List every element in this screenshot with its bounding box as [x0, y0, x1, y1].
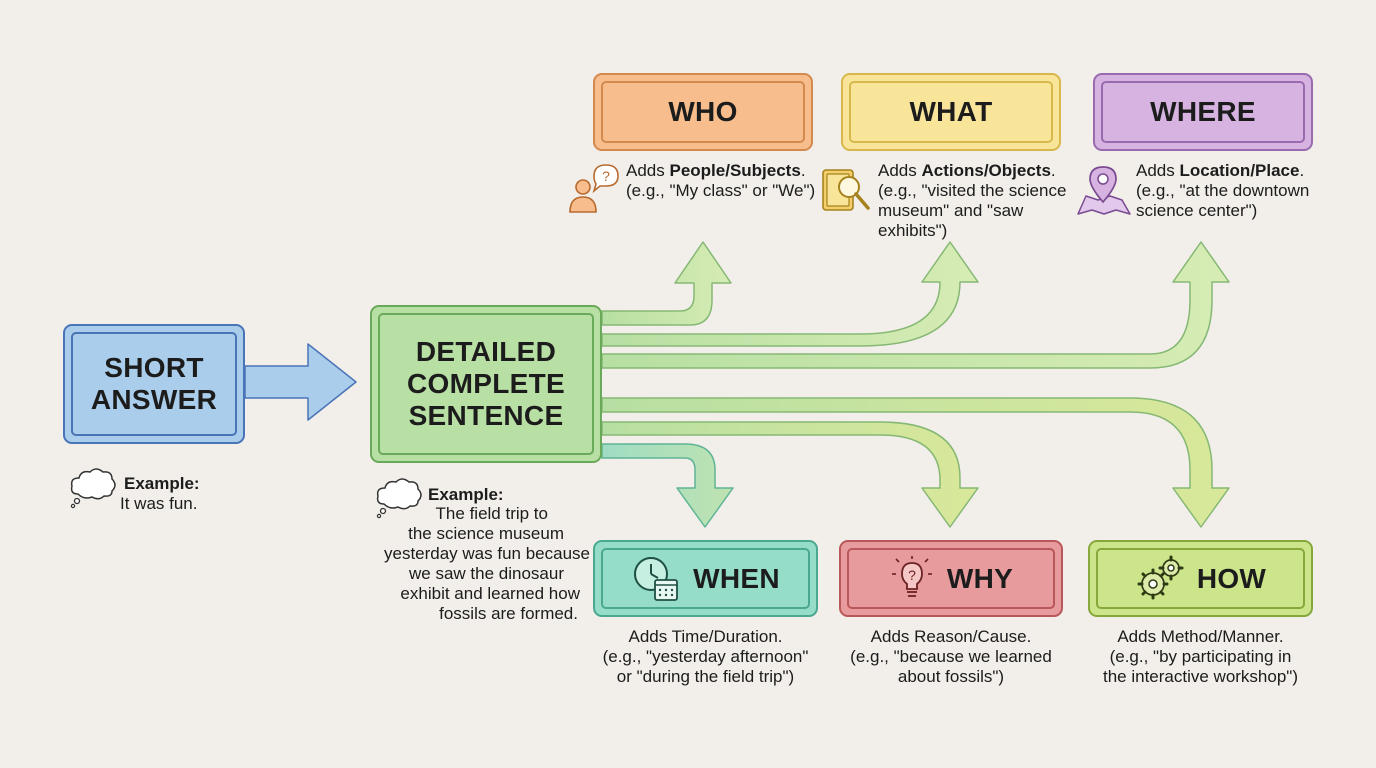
where-desc-suffix: . — [1299, 161, 1305, 180]
when-label: WHEN — [693, 562, 780, 594]
what-description: Adds Actions/Objects. (e.g., "visited th… — [878, 161, 1066, 241]
where-label: WHERE — [1150, 96, 1256, 127]
what-desc-suffix: . — [1050, 161, 1056, 180]
who-desc-bold: People/Subjects — [669, 161, 801, 180]
what-desc-bold: Actions/Objects — [921, 161, 1051, 180]
arrow-to-what — [601, 241, 979, 347]
detailed-sentence-box: DETAILED COMPLETE SENTENCE — [370, 305, 602, 463]
when-desc-line: or "during the field trip") — [616, 667, 795, 686]
detailed-example-title: Example: — [428, 485, 504, 505]
when-box: WHEN — [593, 540, 818, 617]
short-answer-label: SHORT ANSWER — [90, 352, 218, 415]
detailed-example-text: The field trip to the science museum yes… — [384, 504, 590, 624]
short-answer-example: Example: It was fun. — [120, 474, 200, 514]
why-description: Adds Reason/Cause. (e.g., "because we le… — [818, 627, 1084, 687]
book-magnifier-icon — [822, 169, 870, 211]
map-pin-icon — [1077, 166, 1131, 215]
person-question-icon: ? — [569, 164, 619, 213]
why-desc-line: about fossils") — [897, 667, 1005, 686]
how-label: HOW — [1196, 562, 1267, 594]
how-desc-line: Adds Method/Manner. — [1117, 627, 1284, 646]
where-description: Adds Location/Place. (e.g., "at the down… — [1136, 161, 1309, 221]
how-desc-line: (e.g., "by participating in — [1109, 647, 1292, 666]
why-box: ? WHY — [839, 540, 1063, 617]
where-desc-prefix: Adds — [1136, 161, 1180, 180]
arrow-to-when — [601, 443, 734, 528]
arrow-short-to-detailed — [244, 343, 357, 421]
short-answer-example-title: Example: — [124, 474, 200, 493]
how-box: HOW — [1088, 540, 1313, 617]
why-desc-line: (e.g., "because we learned — [850, 647, 1052, 666]
detailed-example-line: we saw the dinosaur — [409, 564, 564, 583]
how-description: Adds Method/Manner. (e.g., "by participa… — [1068, 627, 1333, 687]
detailed-example-line: fossils are formed. — [439, 604, 578, 623]
what-desc-line: museum" and "saw — [878, 201, 1024, 220]
who-box: WHO — [593, 73, 813, 151]
clock-calendar-icon — [634, 556, 679, 601]
lightbulb-question-icon: ? — [891, 555, 932, 597]
who-desc-line: (e.g., "My class" or "We") — [626, 181, 816, 200]
svg-text:?: ? — [908, 567, 916, 583]
arrow-to-how — [601, 397, 1230, 528]
where-desc-bold: Location/Place — [1179, 161, 1300, 180]
detailed-example-line: the science museum — [408, 524, 564, 543]
detailed-example-line: yesterday was fun because — [383, 544, 590, 563]
when-desc-line: (e.g., "yesterday afternoon" — [602, 647, 809, 666]
why-label: WHY — [946, 562, 1014, 594]
thought-bubble-icon — [376, 478, 422, 519]
detailed-example-title-text: Example: — [428, 485, 504, 504]
detailed-example-line: exhibit and learned how — [400, 584, 580, 603]
what-desc-prefix: Adds — [878, 161, 922, 180]
what-label: WHAT — [909, 96, 993, 127]
detailed-example-line: The field trip to — [435, 504, 548, 523]
who-desc-prefix: Adds — [626, 161, 670, 180]
where-box: WHERE — [1093, 73, 1313, 151]
where-desc-line: science center") — [1136, 201, 1258, 220]
detailed-sentence-label: DETAILED COMPLETE SENTENCE — [407, 336, 565, 431]
when-desc-line: Adds Time/Duration. — [628, 627, 783, 646]
who-label: WHO — [668, 96, 738, 127]
what-desc-line: (e.g., "visited the science — [878, 181, 1067, 200]
what-box: WHAT — [841, 73, 1061, 151]
short-answer-example-text: It was fun. — [120, 494, 198, 513]
thought-bubble-icon — [70, 468, 116, 509]
where-desc-line: (e.g., "at the downtown — [1136, 181, 1310, 200]
short-answer-box: SHORT ANSWER — [63, 324, 245, 444]
who-description: Adds People/Subjects. (e.g., "My class" … — [626, 161, 815, 201]
how-desc-line: the interactive workshop") — [1102, 667, 1298, 686]
gears-icon — [1137, 555, 1184, 599]
why-desc-line: Adds Reason/Cause. — [870, 627, 1032, 646]
arrow-to-who — [601, 241, 732, 326]
arrow-to-why — [601, 421, 979, 528]
svg-text:?: ? — [602, 168, 610, 184]
when-description: Adds Time/Duration. (e.g., "yesterday af… — [573, 627, 838, 687]
arrow-to-where — [601, 241, 1230, 369]
who-desc-suffix: . — [800, 161, 806, 180]
what-desc-line: exhibits") — [878, 221, 948, 240]
